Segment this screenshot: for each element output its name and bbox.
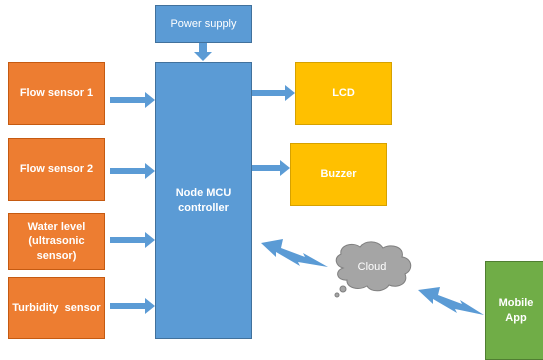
lcd-block: LCD <box>295 62 392 125</box>
node-mcu-controller-block: Node MCU controller <box>155 62 252 339</box>
flow2-to-controller-arrow <box>110 163 155 179</box>
power-supply-block: Power supply <box>155 5 252 43</box>
water-level-sensor-block: Water level (ultrasonic sensor) <box>8 213 105 270</box>
cloud-puff-icon <box>339 285 347 293</box>
controller-to-buzzer-arrow <box>252 160 290 176</box>
cloud-label: Cloud <box>357 261 387 273</box>
flow-sensor-1-block: Flow sensor 1 <box>8 62 105 125</box>
turbidity-to-controller-arrow <box>110 298 155 314</box>
cloud-app-lightning-icon <box>418 287 484 315</box>
waterlevel-to-controller-arrow <box>110 232 155 248</box>
flow1-to-controller-arrow <box>110 92 155 108</box>
buzzer-block: Buzzer <box>290 143 387 206</box>
cloud-icon <box>335 241 412 292</box>
turbidity-sensor-block: Turbidity sensor <box>8 277 105 339</box>
controller-to-lcd-arrow <box>252 85 295 101</box>
flow-sensor-2-block: Flow sensor 2 <box>8 138 105 201</box>
power-to-controller-arrow <box>194 43 212 61</box>
controller-cloud-lightning-icon <box>261 239 328 267</box>
cloud-puff-small-icon <box>334 292 340 298</box>
mobile-app-block: Mobile App <box>485 261 543 360</box>
